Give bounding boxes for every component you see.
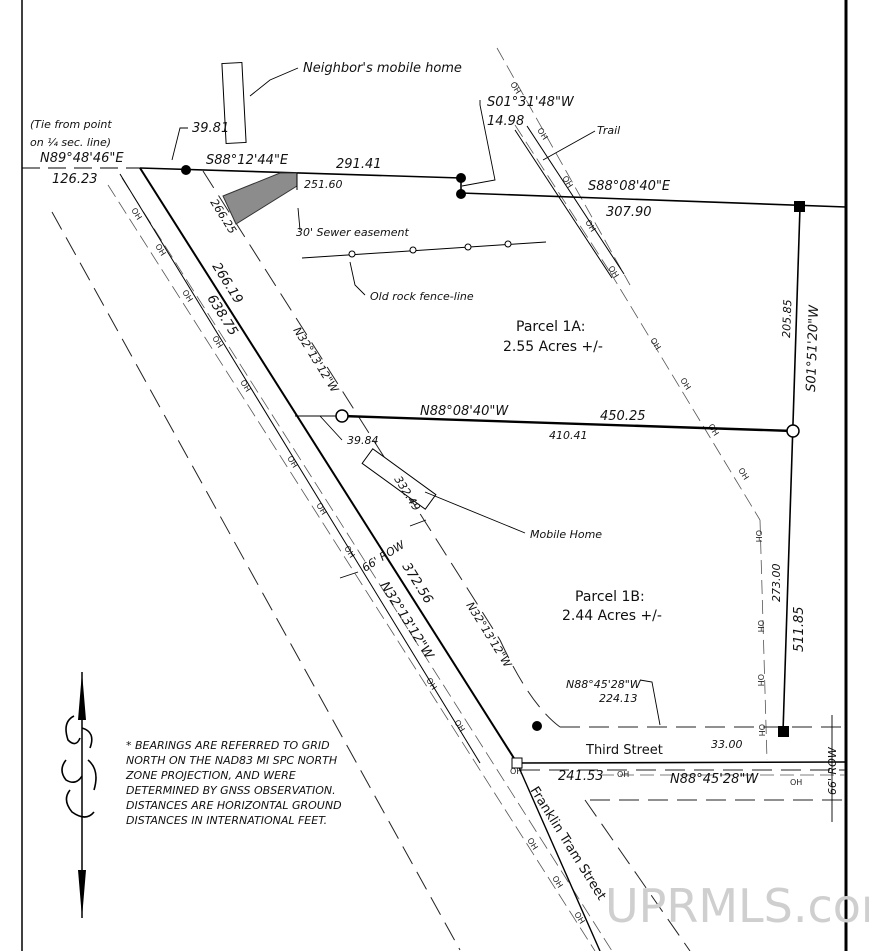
- easement-length-a: 251.60: [304, 178, 343, 191]
- tie-39-81: 39.81: [192, 121, 229, 136]
- trail: [514, 125, 625, 279]
- oh-marker: OH: [153, 242, 167, 257]
- note-line-1: * BEARINGS ARE REFERRED TO GRID: [126, 739, 330, 752]
- tie-bearing: N89°48'46"E: [40, 151, 124, 166]
- oh-marker: OH: [617, 770, 629, 779]
- oh-marker: OH: [238, 378, 252, 393]
- oh-marker: OH: [510, 767, 522, 776]
- old-rock-fence-line: [301, 240, 547, 259]
- third-street-bearing: N88°45'28"W: [566, 678, 642, 691]
- northeast-line-distance: 307.90: [606, 205, 652, 220]
- oh-marker: OH: [754, 530, 763, 542]
- oh-marker: OH: [756, 620, 765, 632]
- east-upper-distance: 205.85: [780, 299, 794, 338]
- note-line-2: NORTH ON THE NAD83 MI SPC NORTH: [126, 754, 337, 767]
- division-line-distance: 450.25: [600, 409, 646, 424]
- right-of-way-lines: [51, 170, 845, 951]
- note-line-6: DISTANCES IN INTERNATIONAL FEET.: [126, 814, 327, 827]
- parcel-boundaries: [22, 167, 847, 951]
- neighbor-home-label: Neighbor's mobile home: [303, 61, 462, 76]
- mobile-home: [361, 448, 437, 510]
- south-line-bearing: N88°45'28"W: [670, 772, 759, 787]
- third-street-distance: 224.13: [599, 692, 638, 705]
- north-line-distance: 291.41: [336, 157, 382, 172]
- short-leg-distance: 14.98: [487, 114, 524, 129]
- oh-marker: OH: [756, 674, 765, 686]
- bearings-note: * BEARINGS ARE REFERRED TO GRID NORTH ON…: [125, 739, 342, 827]
- franklin-tram-street-label: Franklin Tram Street: [527, 784, 609, 903]
- northeast-line-bearing: S88°08'40"E: [588, 179, 671, 194]
- east-lower-distance-b: 511.85: [792, 607, 807, 653]
- oh-marker: OH: [535, 126, 549, 141]
- short-leg-bearing: S01°31'48"W: [487, 95, 575, 110]
- tie-note-line1: (Tie from point: [30, 118, 112, 131]
- oh-marker: OH: [583, 218, 597, 233]
- south-line-distance: 241.53: [558, 769, 604, 784]
- note-line-3: ZONE PROJECTION, AND WERE: [125, 769, 296, 782]
- oh-marker: OH: [525, 836, 539, 851]
- oh-marker: OH: [648, 336, 662, 351]
- note-line-5: DISTANCES ARE HORIZONTAL GROUND: [126, 799, 342, 812]
- oh-marker: OH: [550, 874, 564, 889]
- neighbor-mobile-home: [221, 62, 247, 144]
- oh-marker: OH: [678, 376, 692, 391]
- oh-marker: OH: [757, 724, 766, 736]
- parcel-1a-name: Parcel 1A:: [516, 319, 585, 335]
- oh-marker: OH: [572, 910, 586, 925]
- oh-marker: OH: [508, 80, 522, 95]
- row-offset: 33.00: [711, 738, 743, 751]
- tie-note-line2: on ¼ sec. line): [30, 136, 111, 149]
- fence-line-label: Old rock fence-line: [370, 290, 474, 303]
- north-arrow: [61, 672, 97, 918]
- division-line-sub-distance: 410.41: [549, 429, 588, 442]
- lower-west-bearing-2: N32°13'12"W: [463, 600, 514, 671]
- trail-label: Trail: [597, 124, 620, 137]
- watermark: UPRMLS.com: [605, 879, 869, 933]
- parcel-1b-name: Parcel 1B:: [575, 589, 645, 605]
- note-line-4: DETERMINED BY GNSS OBSERVATION.: [126, 784, 336, 797]
- tie-39-84: 39.84: [347, 434, 379, 447]
- row-66-east: 66' ROW: [826, 746, 839, 795]
- tie-distance: 126.23: [52, 172, 98, 187]
- west-bearing-upper: N32°13'12"W: [290, 325, 341, 396]
- survey-monuments: [181, 165, 805, 769]
- leader-lines: [171, 67, 833, 822]
- third-street-label: Third Street: [585, 743, 663, 758]
- oh-marker: OH: [736, 466, 750, 481]
- east-lower-distance-a: 273.00: [770, 564, 783, 603]
- mobile-home-label: Mobile Home: [530, 528, 602, 541]
- oh-marker: OH: [790, 778, 802, 787]
- east-upper-bearing: S01°51'20"W: [804, 304, 822, 392]
- north-line-bearing: S88°12'44"E: [206, 153, 289, 168]
- parcel-1b-area: 2.44 Acres +/-: [562, 608, 662, 624]
- division-line-bearing: N88°08'40"W: [420, 404, 509, 419]
- sewer-easement-shape: [222, 172, 298, 225]
- sewer-easement-label: 30' Sewer easement: [296, 226, 410, 239]
- oh-marker: OH: [180, 288, 194, 303]
- parcel-1a-area: 2.55 Acres +/-: [503, 339, 603, 355]
- overhead-lines: [107, 47, 845, 951]
